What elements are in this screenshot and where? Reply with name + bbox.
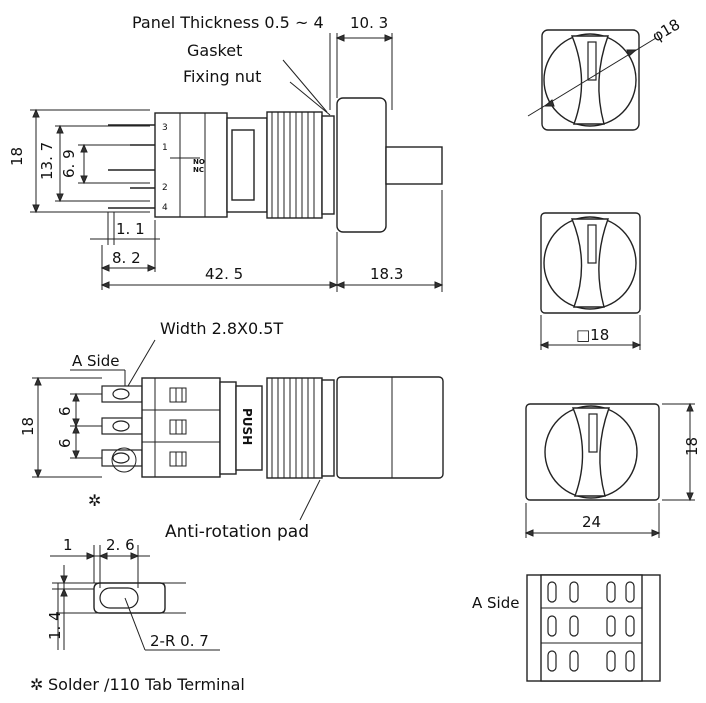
- dim-1-4: 1. 4: [46, 611, 64, 640]
- dim-phi18: φ18: [649, 15, 683, 45]
- top-dimensions: [30, 33, 444, 292]
- panel-thickness-label: Panel Thickness 0.5 ~ 4: [132, 13, 324, 32]
- dim-18-3: 18.3: [370, 265, 403, 283]
- a-side-label: A Side: [72, 352, 119, 370]
- front-view-rectangular: [524, 402, 695, 538]
- contact-nc-label: NC: [193, 166, 204, 174]
- svg-text:1: 1: [162, 143, 168, 153]
- terminal-view-a-side: [526, 574, 661, 682]
- dim-10-3: 10. 3: [350, 14, 388, 32]
- side-view-top: 3 1 2 4 NO NC: [108, 97, 443, 233]
- tab-detail: [50, 545, 220, 651]
- a-side-bottom-label: A Side: [472, 594, 519, 612]
- dim-sq18: □18: [576, 326, 609, 344]
- svg-text:4: 4: [162, 203, 168, 213]
- dim-8-2: 8. 2: [112, 249, 141, 267]
- gasket-label: Gasket: [187, 41, 242, 60]
- dim-1: 1: [63, 536, 73, 554]
- asterisk-marker: ✲: [88, 491, 101, 510]
- dim-18-mid: 18: [19, 417, 37, 436]
- dim-18-left: 18: [8, 147, 26, 166]
- front-view-round: [527, 29, 657, 131]
- side-view-middle: PUSH: [32, 339, 444, 521]
- dim-6-9: 6. 9: [60, 149, 78, 178]
- push-label: PUSH: [240, 408, 254, 445]
- dim-24: 24: [582, 513, 601, 531]
- svg-text:2: 2: [162, 183, 168, 193]
- dim-18-right: 18: [683, 437, 701, 456]
- anti-rotation-label: Anti-rotation pad: [165, 522, 309, 542]
- svg-text:3: 3: [162, 123, 168, 133]
- fixing-nut-label: Fixing nut: [183, 67, 261, 86]
- solder-asterisk: ✲: [30, 675, 43, 694]
- contact-no-label: NO: [193, 158, 205, 166]
- dim-2-6: 2. 6: [106, 536, 135, 554]
- solder-note: Solder /110 Tab Terminal: [48, 675, 245, 694]
- width-label: Width 2.8X0.5T: [160, 319, 283, 338]
- dim-42-5: 42. 5: [205, 265, 243, 283]
- dim-2-r0-7: 2-R 0. 7: [150, 632, 209, 650]
- front-view-square: [539, 212, 642, 350]
- dim-13-7: 13. 7: [38, 142, 56, 180]
- dim-6-a: 6: [56, 406, 74, 416]
- dim-6-b: 6: [56, 438, 74, 448]
- dim-1-1: 1. 1: [116, 220, 145, 238]
